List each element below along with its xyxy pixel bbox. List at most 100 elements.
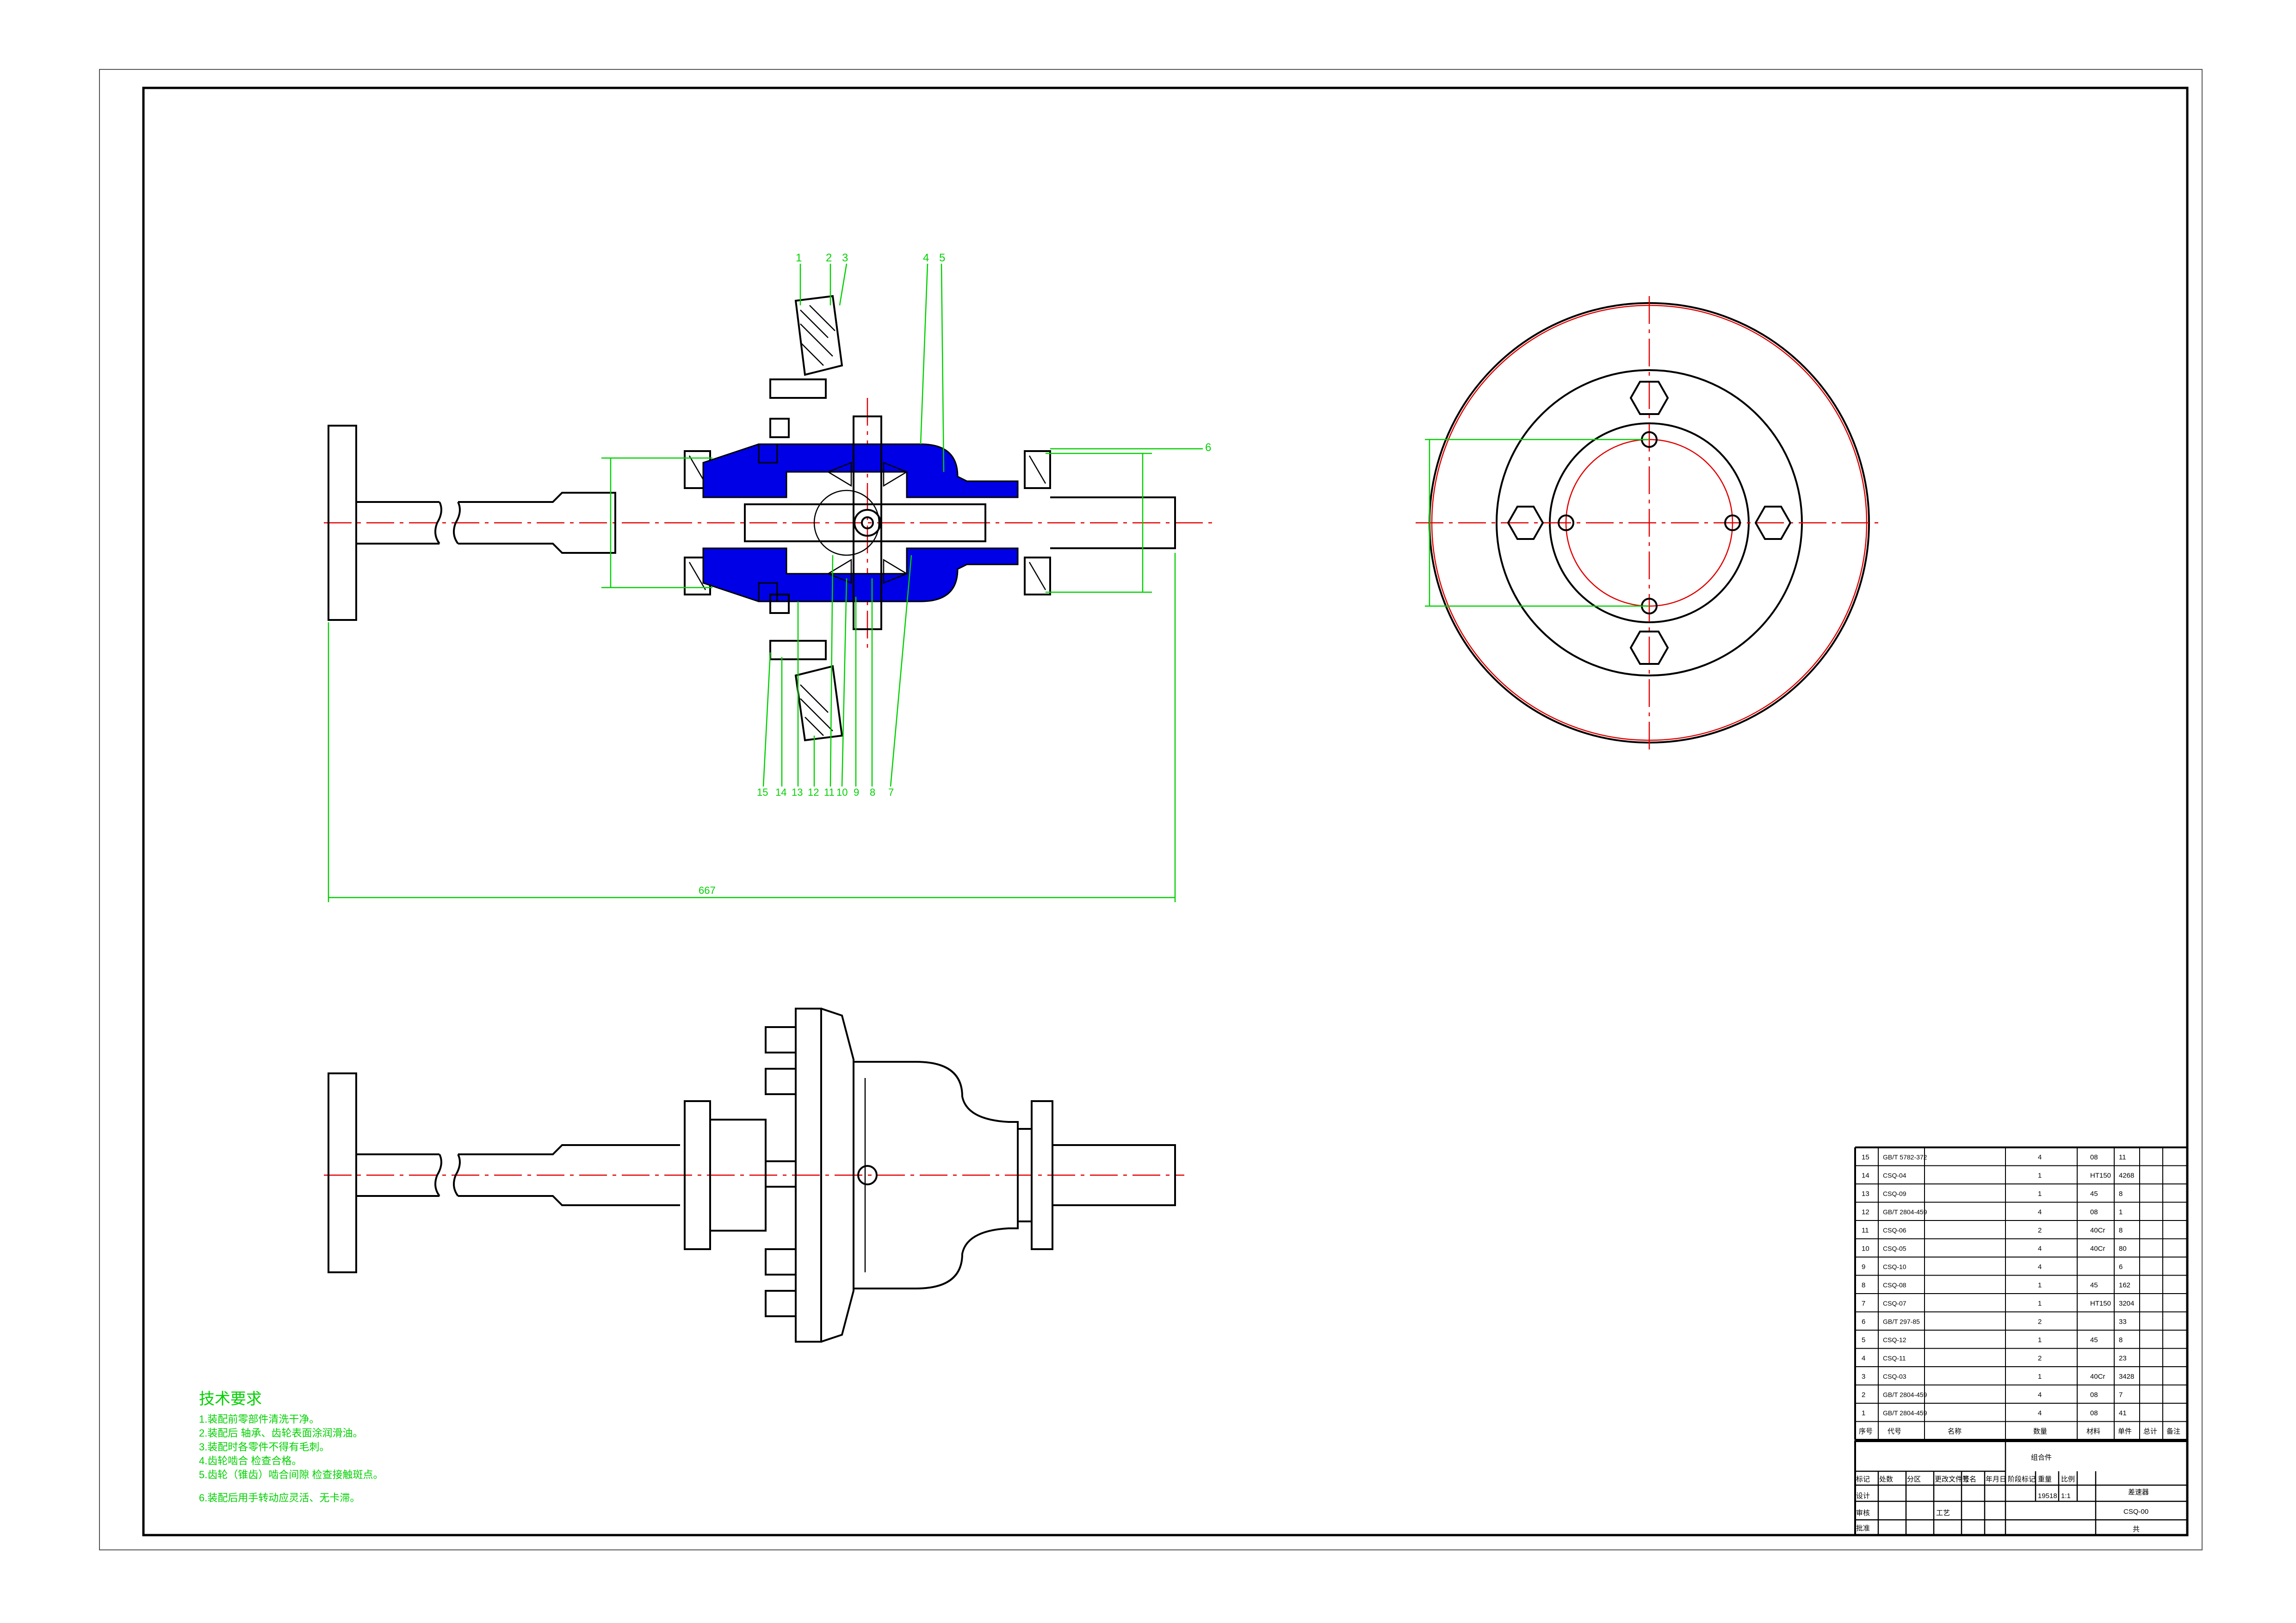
bom-cell-material: 40Cr — [2090, 1245, 2105, 1253]
bom-cell-qty: 2 — [2038, 1227, 2042, 1234]
bom-cell-no: 5 — [1862, 1336, 1865, 1344]
bom-cell-weight: 8 — [2119, 1336, 2123, 1344]
bom-cell-material: 40Cr — [2090, 1373, 2105, 1381]
tb-assembly: 组合件 — [2031, 1454, 2052, 1462]
bom-cell-qty: 1 — [2038, 1373, 2042, 1381]
bom-cell-no: 8 — [1862, 1282, 1865, 1289]
bom-cell-material: 45 — [2090, 1336, 2098, 1344]
balloons-top: 1 2 3 4 5 — [796, 252, 945, 264]
tb-label-docno: 更改文件号 — [1935, 1475, 1969, 1483]
bom-cell-no: 15 — [1862, 1153, 1869, 1161]
bom-cell-code: GB/T 2804-459 — [1883, 1391, 1927, 1399]
bom-cell-qty: 1 — [2038, 1336, 2042, 1344]
bom-cell-weight: 33 — [2119, 1318, 2127, 1326]
bom-cell-no: 10 — [1862, 1245, 1869, 1253]
bom-cell-code: GB/T 5782-372 — [1883, 1153, 1927, 1161]
balloon-11: 11 — [824, 787, 835, 798]
section-view: 667 1 2 3 4 5 6 15 14 13 12 11 10 9 8 7 — [324, 252, 1212, 902]
tb-label-stage: 阶段标记 — [2008, 1475, 2036, 1483]
bom-cell-code: GB/T 2804-459 — [1883, 1208, 1927, 1216]
bom-cell-qty: 4 — [2038, 1263, 2042, 1271]
bom-cell-qty: 1 — [2038, 1282, 2042, 1289]
bom-cell-code: CSQ-06 — [1883, 1227, 1906, 1234]
bom-cell-weight: 4268 — [2119, 1172, 2134, 1180]
tb-sheet-count: 共 — [2133, 1525, 2140, 1533]
bom-header-cell: 总计 — [2143, 1428, 2157, 1436]
bom-cell-code: CSQ-11 — [1883, 1355, 1906, 1362]
bom-cell-weight: 41 — [2119, 1409, 2127, 1417]
bom-cell-no: 3 — [1862, 1373, 1865, 1381]
balloon-10: 10 — [836, 787, 848, 798]
technical-requirements: 技术要求 1.装配前零部件清洗干净。 2.装配后 轴承、齿轮表面涂润滑油。 3.… — [199, 1390, 383, 1504]
bom-header-cell: 单件 — [2118, 1428, 2132, 1436]
bom-cell-code: CSQ-05 — [1883, 1245, 1906, 1252]
balloon-4: 4 — [923, 252, 929, 264]
bom-cell-material: 08 — [2090, 1409, 2098, 1417]
bom-cell-code: CSQ-03 — [1883, 1373, 1906, 1380]
tb-weight-value: 19518 — [2038, 1492, 2057, 1500]
bom-cell-code: CSQ-09 — [1883, 1190, 1906, 1197]
bom-cell-weight: 1 — [2119, 1208, 2123, 1216]
tb-drawing-no: CSQ-00 — [2123, 1508, 2148, 1516]
bom-cell-qty: 2 — [2038, 1318, 2042, 1326]
bom-cell-weight: 162 — [2119, 1282, 2130, 1289]
balloon-5: 5 — [939, 252, 945, 264]
bom-cell-no: 11 — [1862, 1227, 1869, 1234]
bom-cell-code: CSQ-10 — [1883, 1263, 1906, 1270]
bom-header-cell: 备注 — [2166, 1428, 2180, 1436]
bom-cell-code: GB/T 297-85 — [1883, 1318, 1920, 1326]
bom-cell-weight: 8 — [2119, 1227, 2123, 1234]
bom-cell-code: CSQ-04 — [1883, 1172, 1906, 1179]
balloon-13: 13 — [792, 787, 803, 798]
bom-cell-qty: 2 — [2038, 1355, 2042, 1363]
bom-header-cell: 代号 — [1888, 1428, 1901, 1436]
bom-cell-no: 9 — [1862, 1263, 1865, 1271]
bom-cell-no: 12 — [1862, 1208, 1869, 1216]
bom-cell-qty: 4 — [2038, 1208, 2042, 1216]
bom-cell-material: 45 — [2090, 1282, 2098, 1289]
bom-cell-material: 40Cr — [2090, 1227, 2105, 1234]
tb-label-count: 处数 — [1879, 1475, 1893, 1483]
bom-cell-code: GB/T 2804-459 — [1883, 1409, 1927, 1417]
tech-req-title: 技术要求 — [199, 1390, 262, 1408]
bom-cell-code: CSQ-12 — [1883, 1336, 1906, 1344]
tb-label-weight: 重量 — [2038, 1475, 2052, 1483]
tb-label-process: 工艺 — [1936, 1509, 1950, 1517]
tb-scale-value: 1:1 — [2061, 1492, 2071, 1500]
bom-header-cell: 名称 — [1948, 1428, 1962, 1436]
tech-req-item: 2.装配后 轴承、齿轮表面涂润滑油。 — [199, 1427, 363, 1439]
tb-label-review: 审核 — [1856, 1509, 1870, 1517]
front-view — [324, 1008, 1184, 1343]
trim-border — [99, 69, 2203, 1550]
bom-cell-weight: 23 — [2119, 1355, 2127, 1363]
bom-cell-material: HT150 — [2090, 1300, 2111, 1307]
balloon-7: 7 — [888, 787, 894, 798]
bom-cell-qty: 1 — [2038, 1300, 2042, 1307]
balloon-3: 3 — [842, 252, 848, 264]
bom-cell-weight: 3428 — [2119, 1373, 2134, 1381]
balloon-12: 12 — [808, 787, 819, 798]
bom-header-cell: 数量 — [2033, 1428, 2047, 1436]
tech-req-item: 3.装配时各零件不得有毛刺。 — [199, 1441, 329, 1453]
tb-label-scale: 比例 — [2061, 1475, 2075, 1483]
bom-cell-no: 14 — [1862, 1172, 1869, 1180]
bom-cell-qty: 4 — [2038, 1245, 2042, 1253]
bom-cell-no: 7 — [1862, 1300, 1865, 1307]
tb-label-mark: 标记 — [1856, 1475, 1870, 1483]
bom-cell-no: 2 — [1862, 1391, 1865, 1399]
bom-cell-qty: 1 — [2038, 1172, 2042, 1180]
tech-req-item: 6.装配后用手转动应灵活、无卡滞。 — [199, 1492, 360, 1504]
tech-req-item: 5.齿轮（锥齿）啮合间隙 检查接触斑点。 — [199, 1469, 383, 1481]
tech-req-item: 1.装配前零部件清洗干净。 — [199, 1413, 319, 1425]
bom-cell-material: 45 — [2090, 1190, 2098, 1198]
bom-cell-qty: 1 — [2038, 1190, 2042, 1198]
bom-cell-weight: 3204 — [2119, 1300, 2134, 1307]
title-block: 标记 处数 分区 更改文件号 签名 年月日 设计 审核 批准 工艺 阶段标记 重… — [1854, 1440, 2188, 1536]
bom-cell-material: 08 — [2090, 1391, 2098, 1399]
side-view — [1416, 296, 1883, 750]
bom-cell-no: 13 — [1862, 1190, 1869, 1198]
bom-cell-no: 4 — [1862, 1355, 1865, 1363]
bom-cell-weight: 6 — [2119, 1263, 2123, 1271]
